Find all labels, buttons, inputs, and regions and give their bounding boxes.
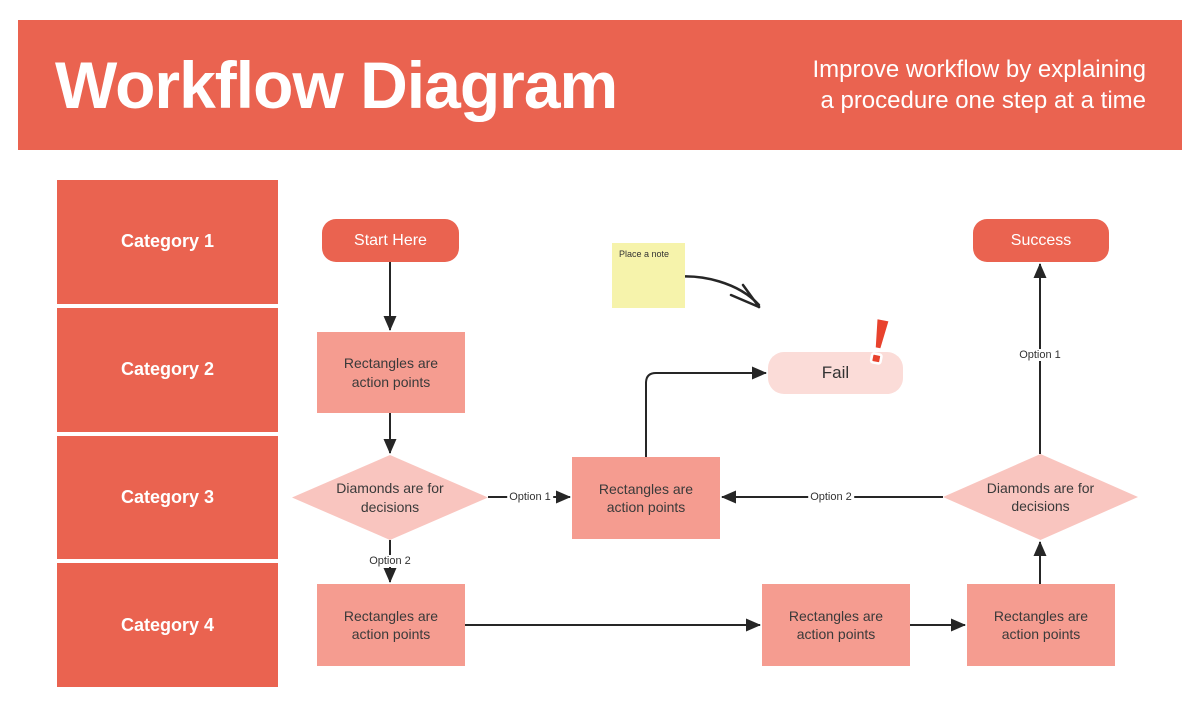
option-label-left-1: Option 1 — [507, 491, 553, 503]
decision-node-right-label: Diamonds are for decisions — [986, 479, 1095, 514]
sticky-note: Place a note — [612, 243, 685, 308]
category-item-3: Category 3 — [57, 435, 278, 560]
header-banner: Workflow Diagram Improve workflow by exp… — [18, 20, 1182, 150]
option-label-left-2: Option 2 — [367, 555, 413, 567]
page-title: Workflow Diagram — [55, 48, 618, 122]
category-item-4: Category 4 — [57, 563, 278, 687]
page-subtitle: Improve workflow by explaining a procedu… — [813, 54, 1182, 116]
category-item-2: Category 2 — [57, 307, 278, 432]
action-node-1: Rectangles are action points — [317, 332, 465, 413]
action-node-bottom-2: Rectangles are action points — [762, 584, 910, 666]
option-label-right-1: Option 1 — [1017, 349, 1063, 361]
action-node-bottom-1: Rectangles are action points — [317, 584, 465, 666]
category-column: Category 1 Category 2 Category 3 Categor… — [57, 180, 278, 687]
success-node: Success — [973, 219, 1109, 262]
action-node-center: Rectangles are action points — [572, 457, 720, 539]
page-subtitle-line2: a procedure one step at a time — [820, 87, 1146, 114]
action-node-bottom-3: Rectangles are action points — [967, 584, 1115, 666]
decision-node-left-label: Diamonds are for decisions — [336, 480, 444, 515]
start-node: Start Here — [322, 219, 459, 262]
warning-exclamation-icon — [852, 314, 904, 372]
edge-action-center-to-fail — [645, 366, 767, 457]
category-item-1: Category 1 — [57, 180, 278, 304]
page-subtitle-line1: Improve workflow by explaining — [812, 56, 1146, 83]
option-label-right-2: Option 2 — [808, 491, 854, 503]
